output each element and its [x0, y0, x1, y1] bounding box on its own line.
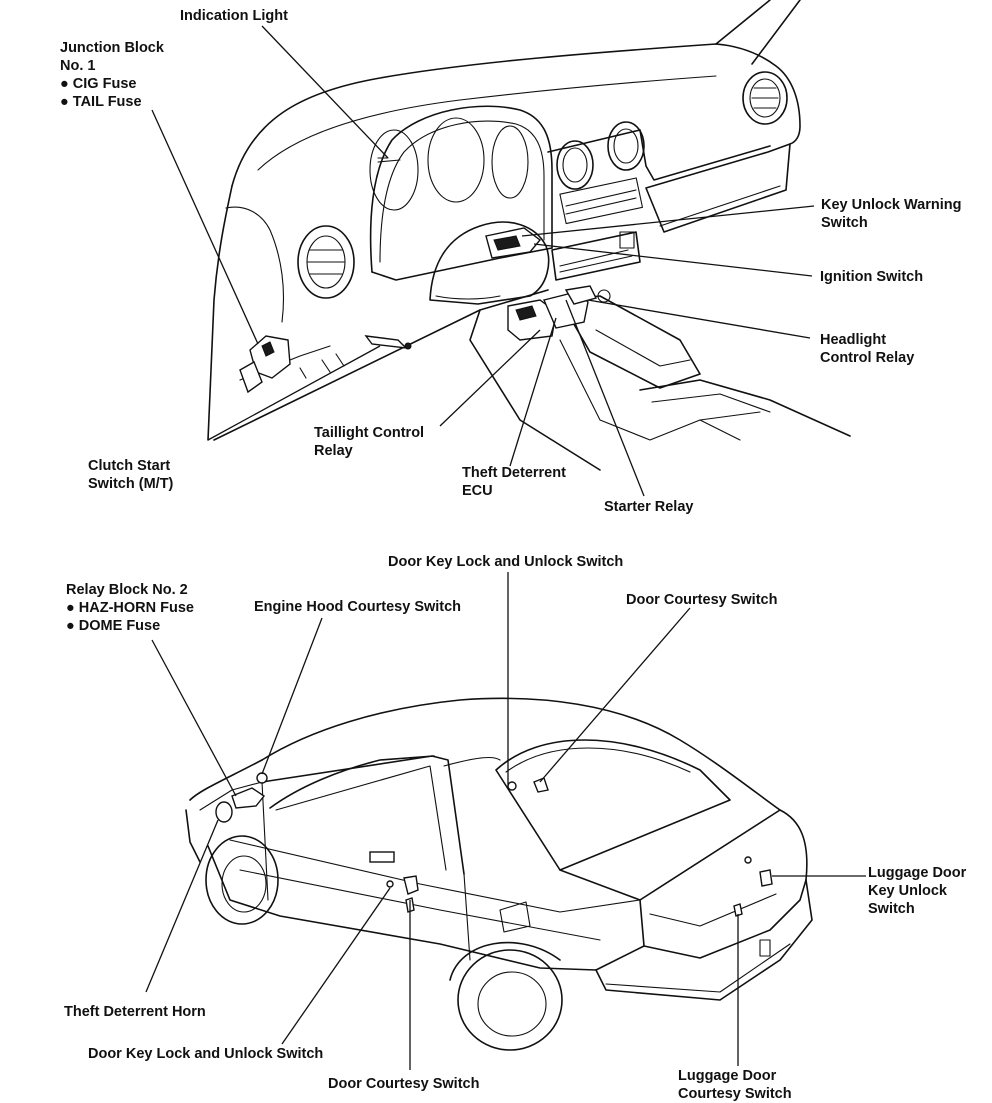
gauge-center: [427, 117, 485, 203]
rear-window: [495, 739, 731, 871]
car-leaders: [145, 572, 866, 1070]
dash-left-edge: [207, 185, 233, 441]
hood-front: [189, 759, 263, 801]
dash-top-outline: [231, 43, 801, 187]
bullet-icon: ●: [60, 94, 69, 110]
dash-top-inner: [257, 75, 717, 171]
rear-panel: [639, 879, 807, 959]
front-wheel: [205, 835, 279, 925]
theft-deterrent-horn-label: Theft Deterrent Horn: [64, 1004, 206, 1020]
relay-block-title: Relay Block No. 2: [66, 582, 188, 598]
door-courtesy-switch-bottom-label: Door Courtesy Switch: [328, 1076, 480, 1092]
theft-deterrent-horn-part: [215, 801, 233, 823]
engine-hood-courtesy-switch-label: Engine Hood Courtesy Switch: [254, 599, 462, 615]
junction-block-label: Junction Block No. 1 ● CIG Fuse ● TAIL F…: [60, 39, 164, 111]
starter-relay-label: Starter Relay: [604, 499, 694, 515]
windshield-pillar-right: [751, 0, 801, 65]
front-door-edge: [261, 781, 269, 901]
ignition-switch-label: Ignition Switch: [820, 269, 924, 285]
indication-light-label: Indication Light: [180, 8, 288, 24]
bullet-icon: ●: [66, 600, 75, 616]
junction-block-title-line1: Junction Block: [60, 40, 164, 56]
theft-deterrent-ecu-label: Theft Deterrent ECU: [462, 465, 566, 499]
floor-left: [469, 309, 601, 471]
clutch-start-switch-part: [364, 335, 408, 349]
car-drawing: [185, 697, 813, 1051]
right-air-vent: [742, 71, 788, 125]
windshield-base: [269, 755, 435, 809]
door-handle: [369, 851, 395, 863]
glove-box: [645, 143, 791, 233]
luggage-door-courtesy-switch-label: Luggage Door Courtesy Switch: [678, 1068, 792, 1102]
junction-block-item: ● CIG Fuse: [60, 76, 137, 92]
radio-unit: [559, 177, 644, 225]
rear-bumper: [595, 879, 813, 1001]
gauge-left: [369, 129, 419, 211]
side-window-frame: [261, 755, 465, 875]
gauge-right: [491, 125, 529, 199]
windshield-pillar-left: [715, 0, 771, 45]
bullet-icon: ●: [66, 618, 75, 634]
hazard-button: [619, 231, 635, 249]
clutch-start-switch-label: Clutch Start Switch (M/T): [88, 458, 174, 492]
center-vent-left: [556, 140, 594, 190]
junction-block-title-line2: No. 1: [60, 58, 96, 74]
door-courtesy-switch-part: [403, 875, 419, 895]
relay-block-item: ● HAZ-HORN Fuse: [66, 600, 194, 616]
trunk-lid: [559, 809, 808, 901]
center-stack-top: [547, 129, 771, 181]
rear-marker: [759, 939, 771, 957]
door-key-lock-switch-bottom-label: Door Key Lock and Unlock Switch: [88, 1046, 324, 1062]
relay-block-2-part: [231, 787, 266, 809]
instrument-cluster-hood: [369, 105, 553, 273]
relay-block-item: ● DOME Fuse: [66, 618, 161, 634]
center-vent-right: [607, 121, 645, 171]
luggage-door-key-unlock-switch-label: Luggage Door Key Unlock Switch: [868, 865, 967, 917]
relay-block-2-label: Relay Block No. 2 ● HAZ-HORN Fuse ● DOME…: [66, 581, 194, 635]
door-courtesy-interior: [533, 777, 549, 793]
center-console: [559, 295, 701, 389]
rear-bumper-left: [595, 945, 645, 971]
climate-panel: [551, 231, 641, 281]
hood-courtesy-switch-part: [256, 772, 268, 784]
luggage-key-unlock-part: [759, 869, 773, 887]
left-air-vent: [297, 225, 355, 299]
luggage-courtesy-part: [733, 903, 743, 917]
rear-wheel-arch: [449, 941, 561, 981]
door-key-lock-interior: [507, 781, 517, 791]
door-lock-switch-part: [386, 880, 394, 888]
headlight-control-relay-label: Headlight Control Relay: [820, 332, 915, 366]
front-bumper: [185, 809, 201, 863]
key-unlock-warning-switch-label: Key Unlock Warning Switch: [821, 197, 962, 231]
rear-door-edge: [463, 873, 471, 961]
dashboard-leaders: [151, 25, 815, 497]
taillight-control-relay-label: Taillight Control Relay: [314, 425, 425, 459]
fuel-door: [499, 901, 531, 933]
roof-line: [261, 697, 781, 811]
steering-column: [429, 221, 550, 305]
door-courtesy-switch-top-label: Door Courtesy Switch: [626, 592, 778, 608]
dash-left-panel: [225, 206, 284, 323]
rear-wheel: [457, 949, 563, 1051]
bullet-icon: ●: [60, 76, 69, 92]
door-key-lock-switch-top-label: Door Key Lock and Unlock Switch: [388, 554, 624, 570]
junction-block-item: ● TAIL Fuse: [60, 94, 142, 110]
console-floor-right: [639, 379, 851, 437]
